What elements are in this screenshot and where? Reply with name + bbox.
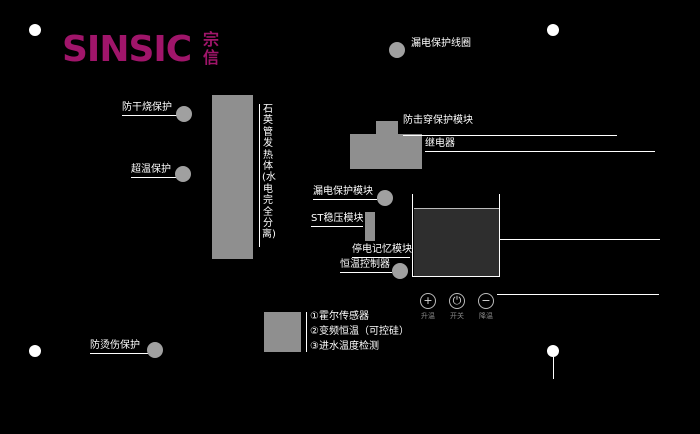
temp-up-label: 升温 <box>421 312 435 320</box>
tank-left-wall <box>412 194 413 276</box>
leakage-coil-label: 漏电保护线圈 <box>411 38 471 49</box>
brand-logo-cn: 宗信 <box>203 30 220 67</box>
relay-block <box>350 134 422 169</box>
relay-line <box>425 151 655 152</box>
temp-down-label: 降温 <box>479 312 493 320</box>
overheat-label: 超温保护 <box>131 164 171 175</box>
anti-breakdown-label: 防击穿保护模块 <box>403 115 473 126</box>
thermostat-label: 恒温控制器 <box>340 259 390 270</box>
quartz-heater-block <box>212 95 253 259</box>
mount-hole-top-left <box>29 24 41 36</box>
relay-label: 继电器 <box>425 138 455 149</box>
thermostat-dot <box>392 263 408 279</box>
tank-right-wall <box>499 194 500 276</box>
power-button[interactable]: ⏻ <box>449 293 465 309</box>
tank-lead-line <box>500 239 660 240</box>
dry-burn-label: 防干烧保护 <box>122 102 172 113</box>
brand-logo: SINSIC <box>62 29 192 70</box>
temp-up-button[interactable]: + <box>420 293 436 309</box>
leakage-module-underline <box>313 199 377 200</box>
leakage-module-label: 漏电保护模块 <box>313 186 373 197</box>
power-memory-underline <box>352 257 410 258</box>
mount-hole-bottom-left <box>29 345 41 357</box>
st-module-underline <box>311 226 363 227</box>
dry-burn-dot <box>176 106 192 122</box>
heater-text-line <box>259 104 260 247</box>
tank-fill <box>414 208 499 276</box>
anti-scald-dot <box>147 342 163 358</box>
overheat-underline <box>131 177 177 178</box>
power-memory-label: 停电记忆模块 <box>352 244 412 255</box>
sensor-bracket <box>306 312 307 352</box>
leakage-module-dot <box>377 190 393 206</box>
anti-scald-label: 防烫伤保护 <box>90 340 140 351</box>
overheat-dot <box>175 166 191 182</box>
inlet-temp-label: ③进水温度检测 <box>310 341 379 352</box>
temp-down-button[interactable]: − <box>478 293 494 309</box>
dry-burn-underline <box>122 115 178 116</box>
buttons-lead-line <box>497 294 659 295</box>
st-module-label: ST稳压模块 <box>311 213 364 224</box>
mount-hole-top-right <box>547 24 559 36</box>
sensor-block <box>264 312 301 352</box>
relay-top-tab <box>376 121 398 135</box>
anti-breakdown-line <box>403 135 617 136</box>
variable-freq-label: ②变频恒温（可控硅） <box>310 326 409 337</box>
power-label: 开关 <box>450 312 464 320</box>
anti-scald-underline <box>90 353 148 354</box>
hall-sensor-label: ①霍尔传感器 <box>310 311 369 322</box>
hole-lead-line <box>553 357 554 379</box>
tank-bottom <box>412 276 500 277</box>
st-module-block <box>365 212 375 241</box>
thermostat-underline <box>340 272 392 273</box>
mount-hole-bottom-right <box>547 345 559 357</box>
leakage-coil-dot <box>389 42 405 58</box>
heater-label: 石英管发热体(水电完全分离) <box>262 104 276 241</box>
